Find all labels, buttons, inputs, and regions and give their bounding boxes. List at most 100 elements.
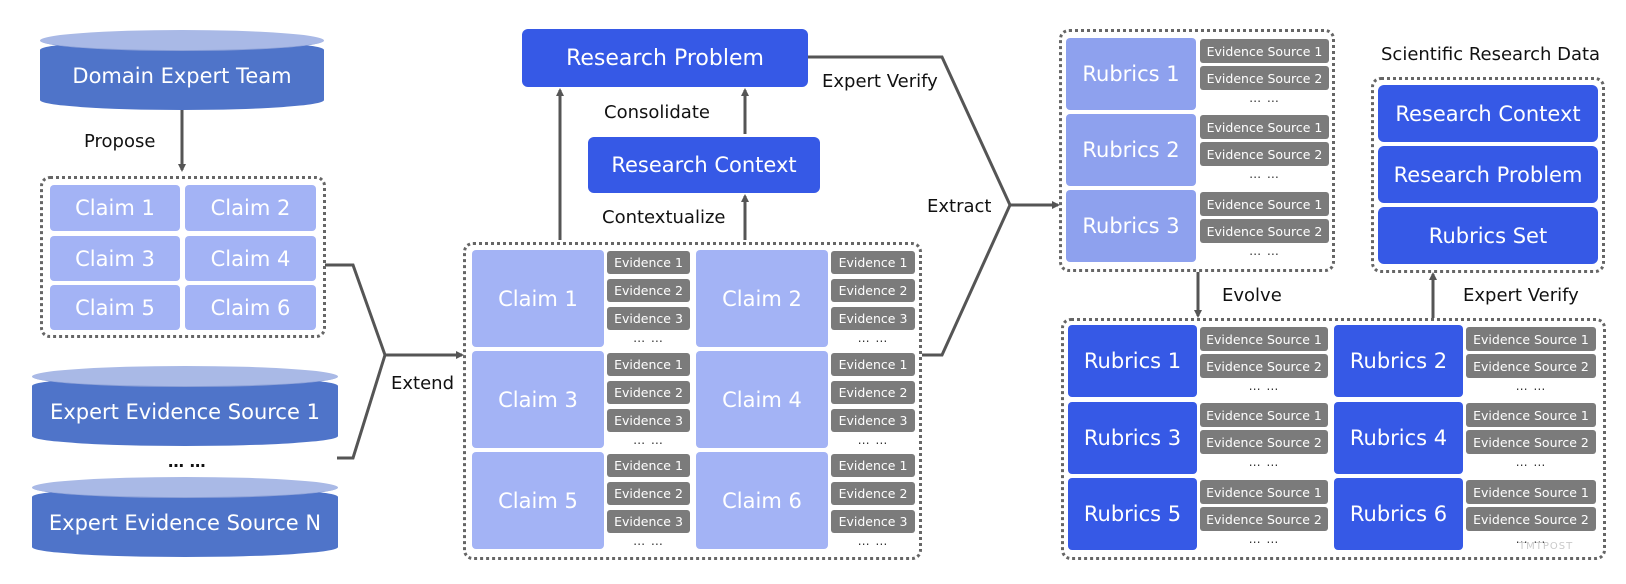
- proposed-claim: Claim 6: [185, 285, 316, 330]
- evidence-source-tag: Evidence Source 1: [1466, 480, 1596, 504]
- claims-evidence-group: [463, 242, 922, 560]
- evidence-source-more: … …: [1515, 532, 1547, 546]
- evidence-source-more: … …: [1515, 379, 1547, 393]
- evolved-rubric-card: Rubrics 2: [1334, 325, 1463, 397]
- domain-expert-team: Domain Expert Team: [40, 30, 324, 110]
- evidence-source-more: … …: [1249, 91, 1280, 105]
- evidence-source-tag: Evidence Source 2: [1466, 430, 1596, 454]
- extend-label: Extend: [391, 373, 454, 394]
- evidence-more: … …: [633, 331, 664, 345]
- evidence-tag: Evidence 1: [831, 251, 915, 274]
- evidence-tag: Evidence 3: [831, 307, 915, 330]
- evidence-source-tag: Evidence Source 2: [1200, 354, 1328, 378]
- evolved-rubric-card: Rubrics 6: [1334, 478, 1463, 550]
- evidence-tag: Evidence 1: [607, 454, 690, 477]
- sources-merge-line: [337, 354, 387, 460]
- evidence-tag: Evidence 1: [607, 353, 690, 376]
- watermark: TMTPOST: [1519, 541, 1574, 552]
- consolidate-label: Consolidate: [604, 102, 710, 123]
- claim-card: Claim 5: [472, 452, 604, 549]
- rubric-card: Rubrics 2: [1066, 114, 1196, 186]
- evidence-source-more: … …: [1249, 167, 1280, 181]
- output-rubrics-set: Rubrics Set: [1378, 207, 1598, 264]
- evidence-tag: Evidence 2: [831, 482, 915, 505]
- evidence-source-tag: Evidence Source 1: [1200, 403, 1328, 427]
- evidence-source-tag: Evidence Source 1: [1200, 115, 1329, 139]
- evidence-tag: Evidence 1: [607, 251, 690, 274]
- research-context-box: Research Context: [588, 137, 820, 193]
- proposed-claim: Claim 4: [185, 236, 316, 281]
- proposed-claim: Claim 2: [185, 185, 316, 231]
- evidence-tag: Evidence 2: [831, 381, 915, 404]
- scientific-research-data-title: Scientific Research Data: [1381, 44, 1601, 65]
- evolved-rubrics-group: [1061, 318, 1606, 560]
- expert-verify-label-2: Expert Verify: [1463, 285, 1579, 306]
- evidence-tag: Evidence 3: [831, 510, 915, 533]
- output-research-problem: Research Problem: [1378, 146, 1598, 203]
- claim-card: Claim 2: [696, 250, 828, 347]
- proposed-claim: Claim 1: [50, 185, 180, 231]
- evidence-tag: Evidence 2: [607, 482, 690, 505]
- evidence-source-tag: Evidence Source 1: [1200, 327, 1328, 351]
- proposed-claims-group: [40, 176, 326, 338]
- research-problem-box: Research Problem: [522, 29, 808, 87]
- evidence-source-tag: Evidence Source 1: [1200, 480, 1328, 504]
- evidence-more: … …: [857, 331, 889, 345]
- evidence-tag: Evidence 2: [607, 381, 690, 404]
- evidence-tag: Evidence 3: [607, 510, 690, 533]
- evolved-rubric-card: Rubrics 4: [1334, 402, 1463, 474]
- evolved-rubric-card: Rubrics 3: [1068, 402, 1197, 474]
- problem-merge-line: [808, 55, 1012, 206]
- sources-ellipsis: … …: [168, 452, 206, 471]
- evidence-tag: Evidence 3: [607, 409, 690, 432]
- evidence-source-tag: Evidence Source 2: [1200, 142, 1329, 166]
- evolved-rubric-card: Rubrics 5: [1068, 478, 1197, 550]
- expert-verify-label-1: Expert Verify: [822, 71, 938, 92]
- expert-evidence-source-1-label: Expert Evidence Source 1: [50, 400, 320, 424]
- evidence-source-tag: Evidence Source 2: [1200, 430, 1328, 454]
- scientific-research-data-group: [1371, 77, 1605, 273]
- evidence-tag: Evidence 1: [831, 454, 915, 477]
- evolve-label: Evolve: [1222, 285, 1282, 306]
- initial-rubrics-group: [1059, 29, 1335, 272]
- evidence-source-more: … …: [1248, 532, 1280, 546]
- expert-evidence-source-1: Expert Evidence Source 1: [32, 366, 338, 446]
- expert-evidence-source-n: Expert Evidence Source N: [32, 477, 338, 557]
- evidence-tag: Evidence 1: [831, 353, 915, 376]
- evidence-source-tag: Evidence Source 1: [1200, 192, 1329, 216]
- evidence-tag: Evidence 2: [607, 279, 690, 302]
- evidence-source-tag: Evidence Source 2: [1466, 507, 1596, 531]
- claims-merge-line: [325, 263, 387, 356]
- evidence-source-more: … …: [1248, 379, 1280, 393]
- claim-card: Claim 3: [472, 351, 604, 448]
- evidence-source-more: … …: [1248, 455, 1280, 469]
- propose-label: Propose: [84, 131, 156, 152]
- rubric-card: Rubrics 3: [1066, 190, 1196, 262]
- evidence-more: … …: [857, 433, 889, 447]
- evidence-source-more: … …: [1515, 455, 1547, 469]
- evidence-source-more: … …: [1249, 244, 1280, 258]
- evidence-source-tag: Evidence Source 1: [1466, 327, 1596, 351]
- output-research-context: Research Context: [1378, 85, 1598, 142]
- contextualize-label: Contextualize: [602, 207, 726, 228]
- evidence-tag: Evidence 3: [831, 409, 915, 432]
- claim-card: Claim 1: [472, 250, 604, 347]
- evidence-source-tag: Evidence Source 2: [1200, 507, 1328, 531]
- evidence-tag: Evidence 3: [607, 307, 690, 330]
- domain-expert-team-label: Domain Expert Team: [72, 64, 292, 88]
- expert-evidence-source-n-label: Expert Evidence Source N: [48, 511, 322, 535]
- proposed-claim: Claim 5: [50, 285, 180, 330]
- evidence-more: … …: [633, 534, 664, 548]
- evidence-source-tag: Evidence Source 1: [1200, 39, 1329, 63]
- claim-card: Claim 6: [696, 452, 828, 549]
- evolved-rubric-card: Rubrics 1: [1068, 325, 1197, 397]
- evidence-source-tag: Evidence Source 2: [1466, 354, 1596, 378]
- evidence-source-tag: Evidence Source 1: [1466, 403, 1596, 427]
- evidence-source-tag: Evidence Source 2: [1200, 66, 1329, 90]
- evidence-source-tag: Evidence Source 2: [1200, 219, 1329, 243]
- claim-card: Claim 4: [696, 351, 828, 448]
- evidence-more: … …: [857, 534, 889, 548]
- claims-extract-line: [922, 204, 1012, 357]
- evidence-more: … …: [633, 433, 664, 447]
